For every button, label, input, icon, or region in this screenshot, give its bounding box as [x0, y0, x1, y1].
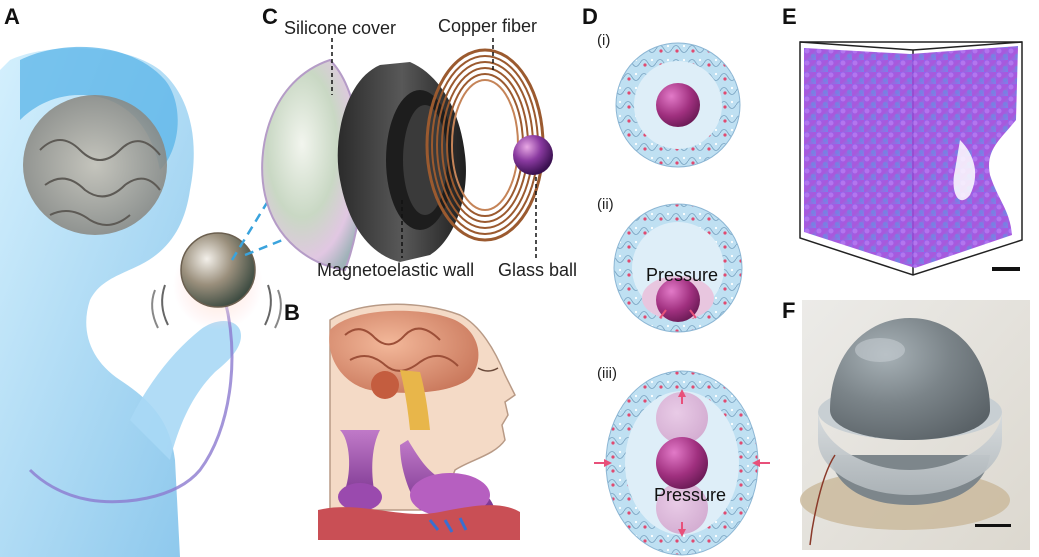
label-magnetoelastic-wall: Magnetoelastic wall: [317, 260, 475, 280]
panel-label-a: A: [4, 4, 20, 29]
panel-label-d: D: [582, 4, 598, 29]
state-iii-label: (iii): [597, 365, 617, 382]
hair: [20, 46, 178, 170]
brainstem: [400, 370, 430, 430]
ball-iii: [656, 437, 708, 489]
ball-i: [656, 83, 700, 127]
state-i-label: (i): [597, 32, 611, 49]
ball-ii: [656, 278, 700, 322]
arm: [130, 321, 241, 460]
tissue: [318, 505, 520, 540]
scale-bar-f: [975, 524, 1011, 527]
sensor-orb: [181, 233, 255, 307]
pressure-label-iii: Pressure: [654, 485, 727, 505]
glass-ball-shape: [513, 135, 553, 175]
panel-label-b: B: [284, 300, 300, 325]
cable: [28, 299, 234, 504]
brain-a: [23, 95, 167, 235]
state-iii: [594, 370, 770, 556]
label-glass-ball: Glass ball: [498, 260, 578, 280]
porous-volume: [804, 46, 1018, 268]
panel-label-c: C: [262, 4, 278, 29]
state-ii: [613, 203, 743, 333]
state-i: [615, 42, 741, 168]
state-ii-label: (ii): [597, 196, 614, 213]
sensor-band: [818, 410, 1002, 495]
label-copper-fiber: Copper fiber: [438, 16, 538, 36]
panel-label-e: E: [782, 4, 797, 29]
pressure-label-ii: Pressure: [646, 265, 719, 285]
scale-bar-e: [992, 267, 1020, 271]
neuron-left: [340, 430, 380, 501]
panel-label-f: F: [782, 298, 796, 323]
label-silicone-cover: Silicone cover: [284, 18, 397, 38]
